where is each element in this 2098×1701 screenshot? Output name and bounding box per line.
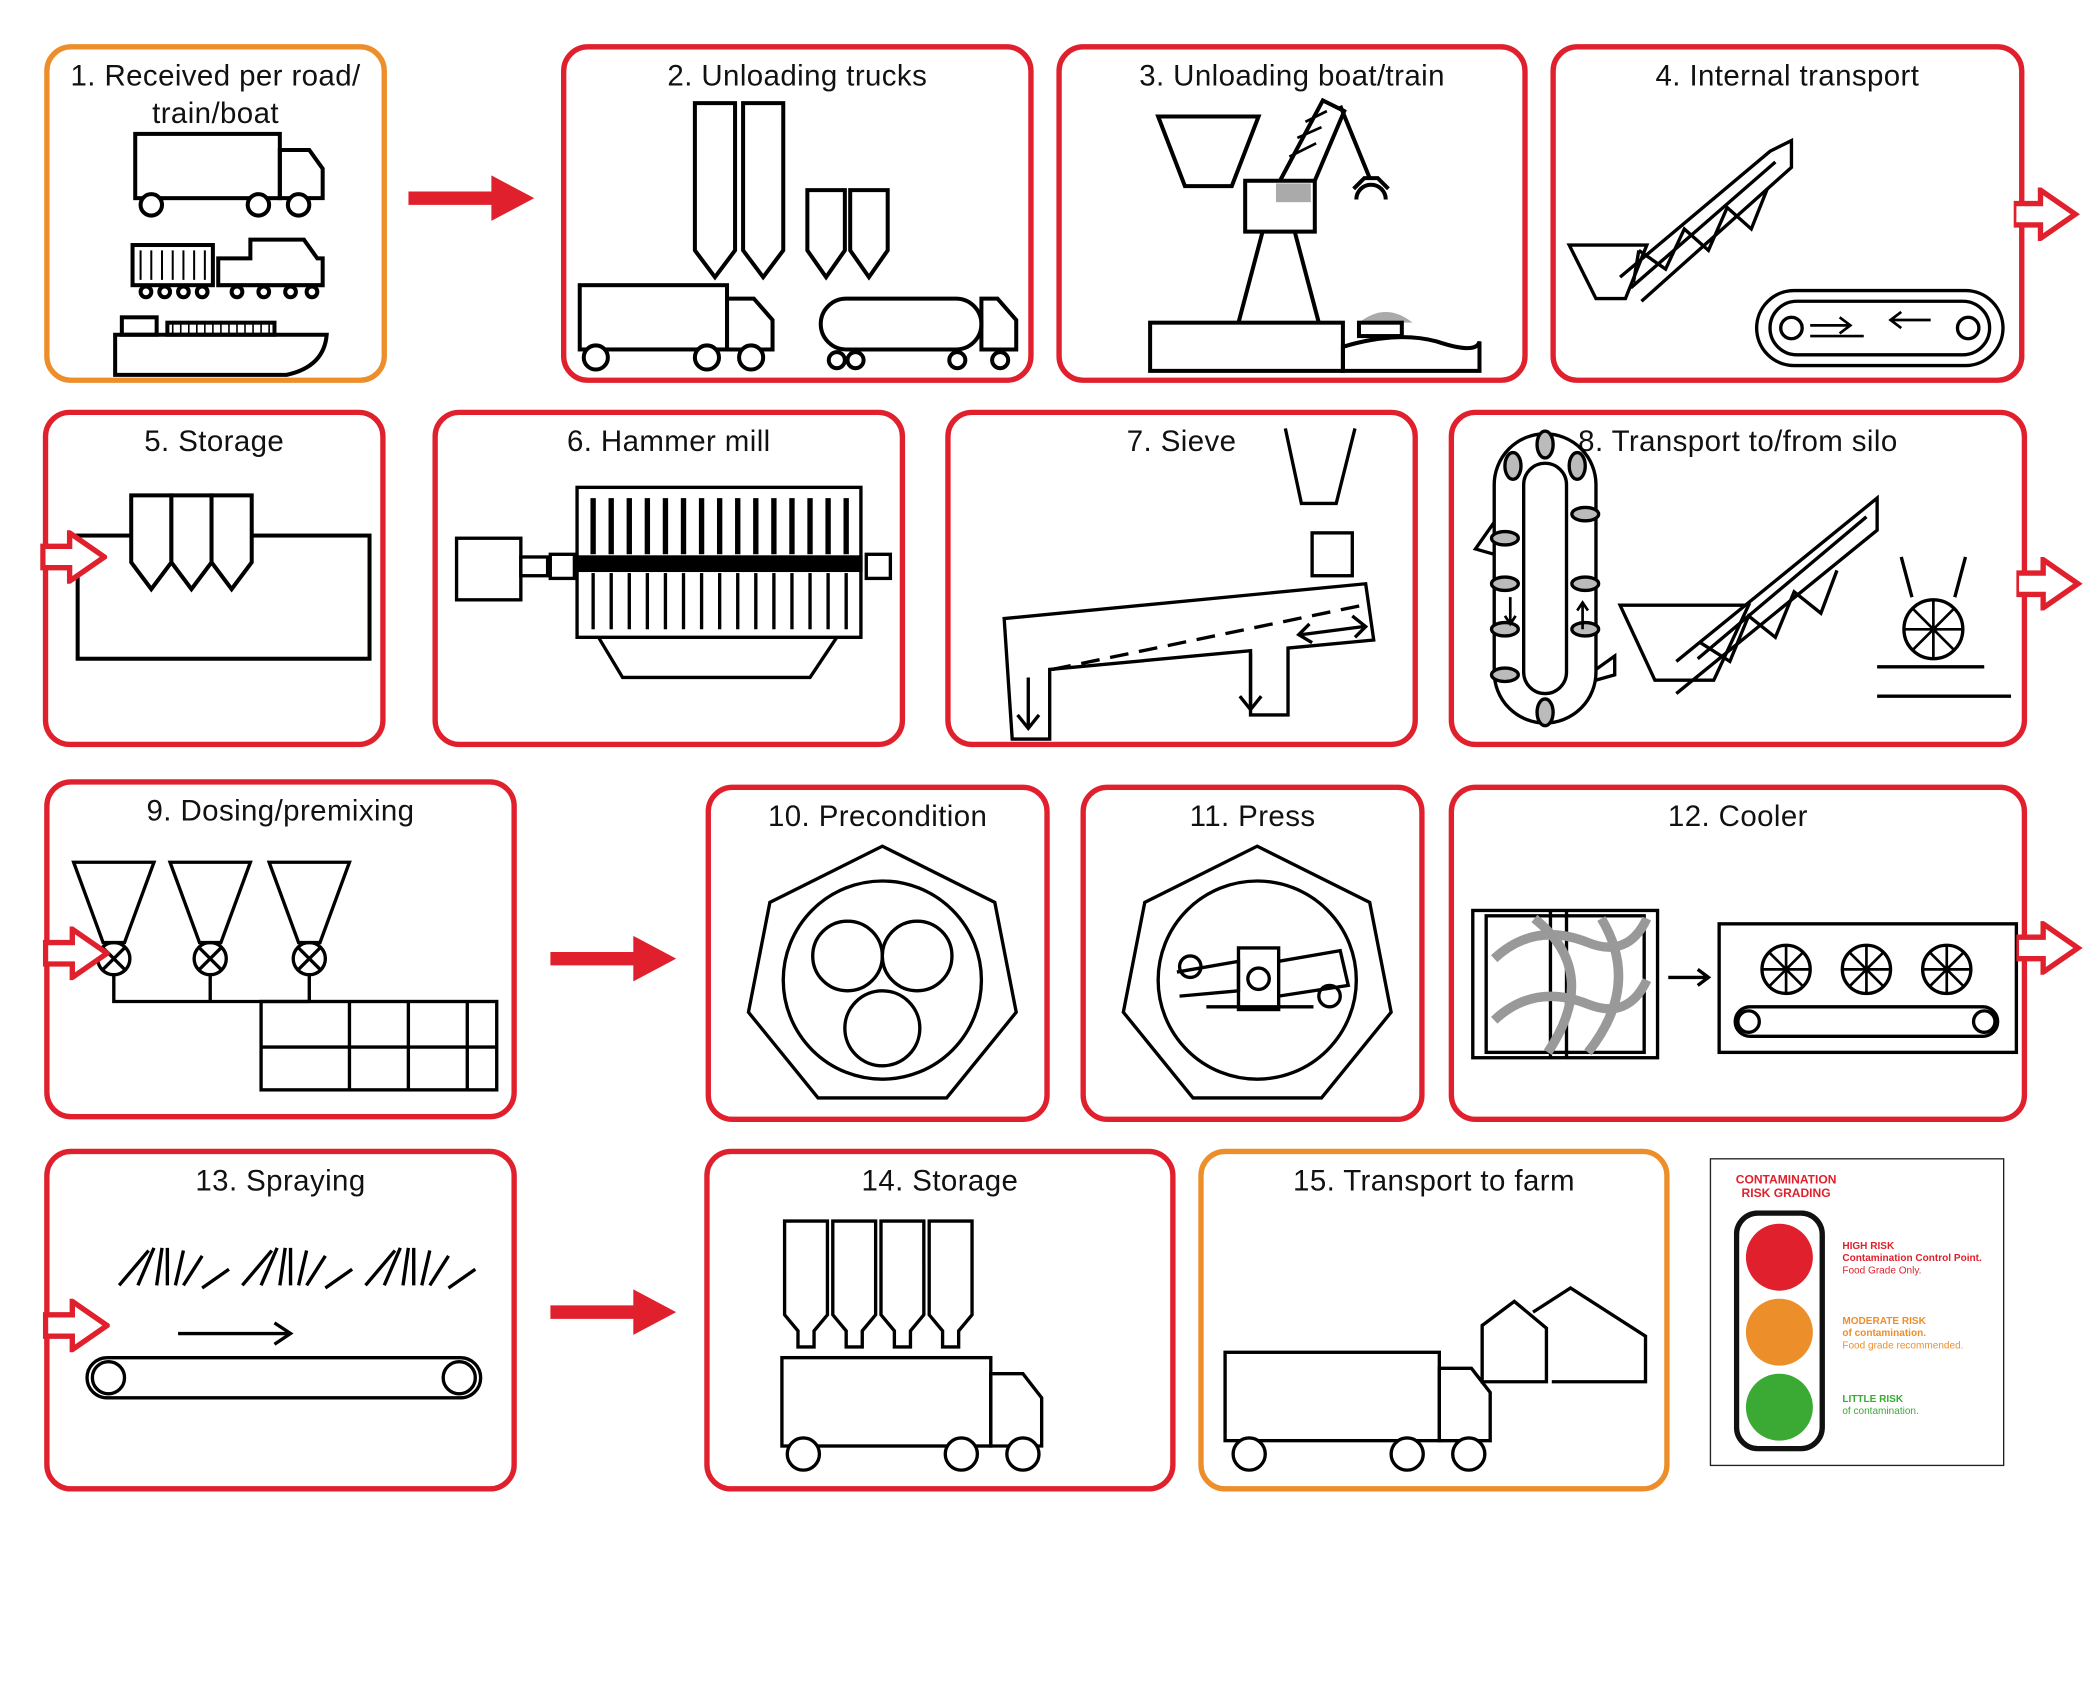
step-6-hammer-mill: 6. Hammer mill [432, 409, 906, 748]
step-title: 6. Hammer mill [566, 424, 771, 458]
step-title: 3. Unloading boat/train [1139, 58, 1445, 93]
legend-little-line1: of contamination. [1842, 1404, 1919, 1417]
step-12-cooler: 12. Cooler [1448, 784, 2028, 1122]
storage-truck-icon [780, 1219, 1044, 1472]
legend-little-title: LITTLE RISK [1842, 1392, 1904, 1405]
step-11-press: 11. Press [1080, 784, 1425, 1122]
flow-arrow [2016, 921, 2083, 975]
step-title: 7. Sieve [1126, 424, 1237, 458]
flow-arrow [550, 1289, 677, 1335]
hammer-mill-icon [454, 485, 893, 680]
legend-title: CONTAMINATION RISK GRADING [1711, 1173, 1861, 1200]
step-7-sieve: 7. Sieve [945, 409, 1418, 748]
step-4-internal-transport: 4. Internal transport [1550, 44, 2025, 383]
contamination-risk-legend: CONTAMINATION RISK GRADING HIGH RISK Con… [1709, 1158, 2005, 1467]
flow-arrow [42, 1298, 110, 1353]
step-title: 9. Dosing/premixing [146, 793, 415, 828]
step-1-received: 1. Received per road/ train/boat [44, 44, 387, 383]
bucket-elevator-icon [1472, 429, 2012, 728]
step-13-spraying: 13. Spraying [44, 1148, 517, 1492]
legend-little-risk: LITTLE RISK of contamination. [1842, 1392, 1918, 1416]
legend-title-line1: CONTAMINATION [1735, 1172, 1837, 1187]
step-title: 5. Storage [144, 424, 285, 458]
legend-high-risk: HIGH RISK Contamination Control Point. F… [1842, 1240, 1981, 1276]
farm-delivery-icon [1223, 1286, 1648, 1472]
step-title: 8. Transport to/from silo [1578, 424, 1898, 458]
flow-arrow [2016, 556, 2083, 611]
step-title: 11. Press [1189, 799, 1316, 833]
legend-high-title: HIGH RISK [1842, 1239, 1895, 1252]
storage-silo-icon [75, 493, 372, 661]
step-9-dosing: 9. Dosing/premixing [44, 779, 517, 1120]
step-title: 1. Received per road/ train/boat [70, 58, 361, 130]
unloading-trucks-icon [577, 101, 1019, 372]
step-title: 2. Unloading trucks [667, 58, 928, 93]
flow-arrow [42, 926, 110, 981]
step-title: 4. Internal transport [1655, 58, 1920, 93]
traffic-light-icon [1733, 1210, 1825, 1452]
legend-moderate-line2: Food grade recommended. [1842, 1338, 1964, 1351]
flow-arrow [408, 175, 535, 221]
step-title: 12. Cooler [1667, 799, 1808, 833]
step-14-storage: 14. Storage [704, 1148, 1176, 1492]
step-title: 15. Transport to farm [1293, 1163, 1575, 1197]
step-3-unloading-boat-train: 3. Unloading boat/train [1056, 44, 1528, 383]
step-2-unloading-trucks: 2. Unloading trucks [560, 44, 1034, 383]
flow-arrow [40, 530, 108, 584]
step-title: 10. Precondition [767, 799, 988, 833]
legend-moderate-title: MODERATE RISK [1842, 1314, 1926, 1327]
step-15-transport-farm: 15. Transport to farm [1198, 1148, 1670, 1492]
dosing-hoppers-icon [71, 860, 499, 1092]
cooler-icon [1471, 908, 2019, 1060]
spraying-icon [85, 1247, 483, 1400]
pellet-press-icon [1121, 844, 1393, 1100]
step-5-storage: 5. Storage [42, 409, 386, 748]
step-title: 14. Storage [861, 1163, 1019, 1197]
legend-high-line2: Food Grade Only. [1842, 1263, 1922, 1276]
crane-unloading-icon [1148, 97, 1482, 373]
preconditioner-icon [746, 844, 1019, 1100]
legend-title-line2: RISK GRADING [1741, 1186, 1831, 1200]
truck-train-boat-icon [113, 131, 329, 377]
conveyor-belt-icon [1566, 137, 2005, 368]
flow-arrow [550, 935, 677, 982]
step-8-transport-silo: 8. Transport to/from silo [1448, 409, 2028, 748]
step-title: 13. Spraying [195, 1163, 366, 1197]
flow-arrow [2013, 187, 2080, 242]
legend-high-line1: Contamination Control Point. [1842, 1251, 1982, 1264]
step-10-precondition: 10. Precondition [705, 784, 1050, 1122]
legend-moderate-risk: MODERATE RISK of contamination. Food gra… [1842, 1315, 1963, 1351]
sieve-icon [1002, 428, 1376, 741]
legend-moderate-line1: of contamination. [1842, 1326, 1927, 1339]
